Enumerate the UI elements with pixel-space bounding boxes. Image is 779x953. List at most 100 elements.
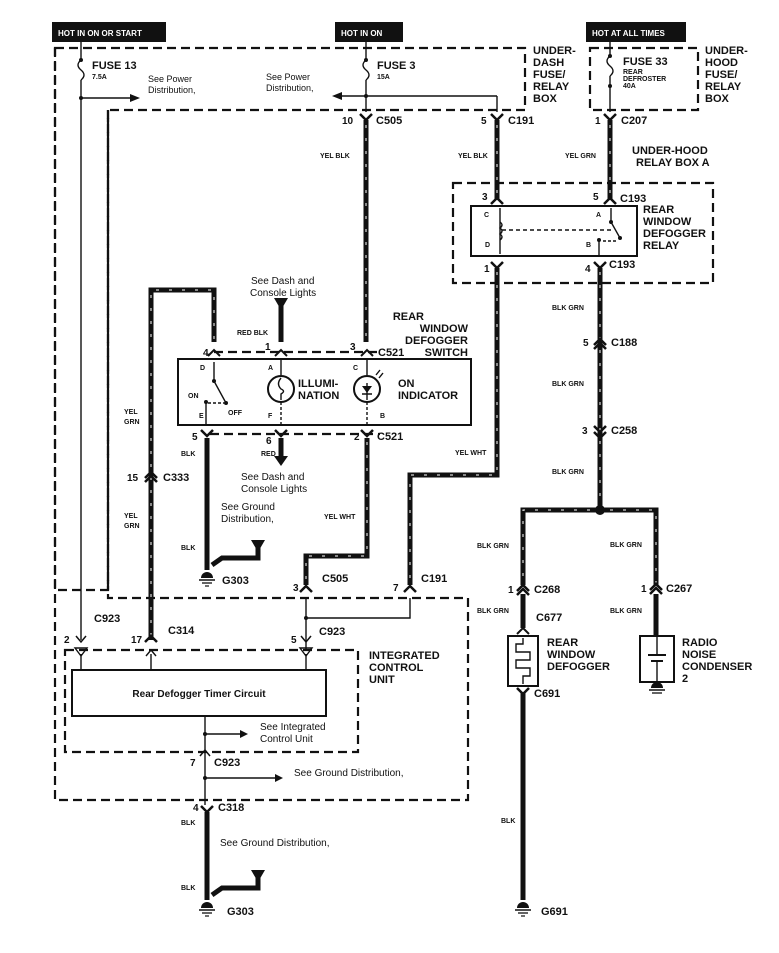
see-power-distribution-1: See Power Distribution, [81,74,196,102]
svg-text:INTEGRATED: INTEGRATED [369,650,440,662]
ground-icon-g303-b: G303 [199,902,254,918]
svg-text:BLK: BLK [181,885,195,892]
svg-text:BLK GRN: BLK GRN [552,469,584,476]
relay-box-a-label: UNDER-HOOD RELAY BOX A [632,145,710,169]
ground-icon-condenser [649,682,665,694]
connector-c193-top: 3 5 C193 [482,192,646,205]
svg-text:SWITCH: SWITCH [425,347,468,359]
svg-text:10: 10 [342,116,354,127]
svg-text:C268: C268 [534,584,560,596]
ref-ground-distribution-1: See Ground Distribution, [221,502,275,525]
svg-text:3: 3 [582,426,588,437]
svg-text:D: D [200,365,205,372]
wire-blk-grn-left [520,507,596,585]
defogger-label: REAR WINDOW DEFOGGER [547,637,610,673]
svg-text:C193: C193 [620,193,646,205]
capacitor-icon [648,636,666,682]
connector-c193-bottom: 1 4 C193 [484,259,635,275]
svg-text:C677: C677 [536,612,562,624]
svg-text:See Dash and: See Dash and [241,472,304,483]
svg-text:FUSE 13: FUSE 13 [92,60,137,72]
svg-text:See Power: See Power [148,74,192,84]
svg-text:F: F [268,413,273,420]
svg-text:C193: C193 [609,259,635,271]
svg-text:YEL BLK: YEL BLK [320,153,350,160]
svg-text:BLK: BLK [181,451,195,458]
illumination-bulb-icon: A F ILLUMI- NATION [267,359,339,425]
arrow-left-icon [332,92,342,100]
svg-text:YEL BLK: YEL BLK [458,153,488,160]
svg-text:FUSE/: FUSE/ [705,69,737,81]
wire-ground-refs [205,733,275,779]
on-indicator-led-icon: C B ON INDICATOR [353,359,458,425]
svg-text:E: E [199,413,204,420]
svg-text:YEL: YEL [124,513,138,520]
svg-text:FUSE 3: FUSE 3 [377,60,416,72]
c521-connector-line [210,350,380,436]
fuse-3: FUSE 3 15A [362,42,416,112]
svg-text:INDICATOR: INDICATOR [398,390,458,402]
switch-toggle[interactable]: D ON OFF E [188,362,243,425]
svg-text:3: 3 [293,583,299,594]
svg-text:1: 1 [641,584,647,595]
svg-text:UNIT: UNIT [369,674,395,686]
wire-red [274,438,288,466]
svg-text:Control Unit: Control Unit [260,734,313,745]
svg-text:See Dash and: See Dash and [251,276,314,287]
svg-text:B: B [380,413,385,420]
svg-text:2: 2 [64,635,70,646]
power-label-text: HOT IN ON [341,29,383,38]
svg-text:C207: C207 [621,115,647,127]
ref-ground-distribution-3: See Ground Distribution, [220,838,330,849]
svg-text:2: 2 [354,432,360,443]
svg-text:C: C [353,365,358,372]
svg-text:7.5A: 7.5A [92,74,107,81]
power-label-hot-all-times: HOT AT ALL TIMES [586,22,686,42]
svg-text:3: 3 [482,192,488,203]
defogger-grid-icon [515,638,531,684]
svg-text:A: A [268,365,273,372]
rear-window-defogger-switch[interactable] [177,358,472,426]
svg-text:2: 2 [682,673,688,685]
connector-c314: 17 C314 [131,625,195,646]
connector-arrow-icon [251,870,265,882]
arrow-down-icon [274,456,288,466]
svg-text:15: 15 [127,473,139,484]
svg-text:5: 5 [192,432,198,443]
svg-text:RED BLK: RED BLK [237,330,268,337]
wire-icu-input [305,598,411,650]
svg-text:1: 1 [265,342,271,353]
svg-text:15A: 15A [377,74,390,81]
svg-text:DEFOGGER: DEFOGGER [643,228,706,240]
connector-c318: 4 C318 [193,802,244,814]
connector-c923-5: 5 C923 [291,626,345,646]
svg-text:C521: C521 [378,347,404,359]
ref-dash-console-lights-1: See Dash and Console Lights [250,276,316,299]
svg-text:CONTROL: CONTROL [369,662,424,674]
svg-text:BOX: BOX [533,93,558,105]
connector-c267: 1 C267 [641,582,692,595]
svg-text:YEL WHT: YEL WHT [324,514,356,521]
svg-text:C505: C505 [376,115,402,127]
svg-text:Console Lights: Console Lights [241,484,307,495]
connector-c923-7: 7 C923 [190,748,240,769]
svg-text:FUSE 33: FUSE 33 [623,56,668,68]
svg-text:REAR: REAR [547,637,578,649]
svg-text:C258: C258 [611,425,637,437]
connector-c505-bottom: 3 C505 [293,573,348,594]
condenser-label: RADIO NOISE CONDENSER 2 [682,637,752,685]
svg-text:NOISE: NOISE [682,649,716,661]
svg-text:RADIO: RADIO [682,637,718,649]
svg-text:DEFOGGER: DEFOGGER [405,335,468,347]
svg-text:5: 5 [583,338,589,349]
svg-text:UNDER-HOOD: UNDER-HOOD [632,145,708,157]
svg-text:1: 1 [595,116,601,127]
connector-c691: C691 [516,687,560,700]
svg-text:Console Lights: Console Lights [250,288,316,299]
rear-window-defogger-relay [470,205,638,257]
svg-text:BLK GRN: BLK GRN [610,608,642,615]
svg-text:BLK GRN: BLK GRN [477,543,509,550]
splice-point [595,505,605,515]
connector-c191-top: 5 C191 [481,113,534,127]
svg-text:BLK: BLK [501,818,515,825]
